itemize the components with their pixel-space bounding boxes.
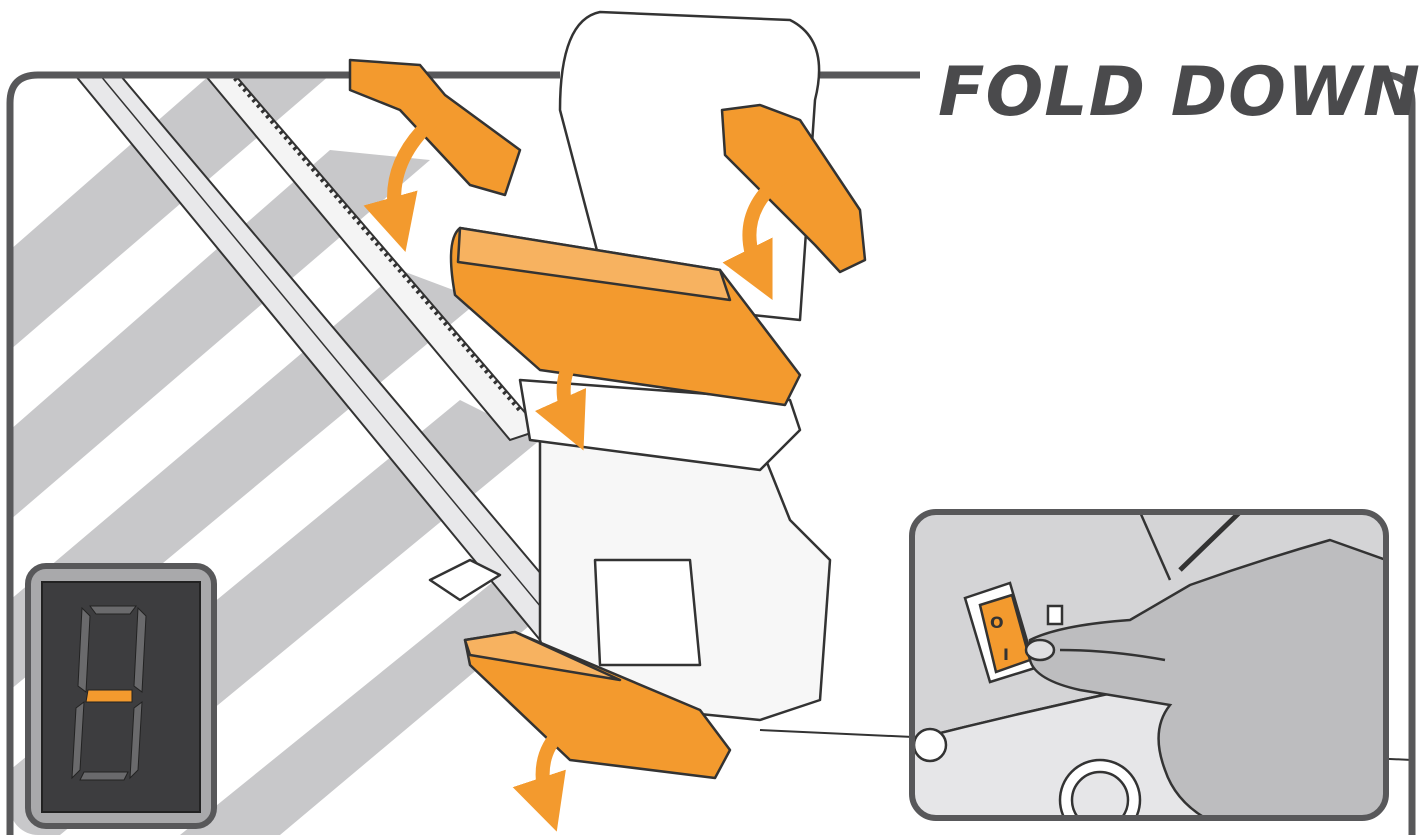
segment-a bbox=[89, 605, 137, 615]
segment-b bbox=[133, 606, 147, 693]
page-title: FOLD DOWN bbox=[938, 53, 1421, 132]
fold-arrows bbox=[363, 104, 790, 832]
segment-f bbox=[77, 606, 91, 693]
segment-e bbox=[71, 700, 85, 780]
segment-g bbox=[85, 689, 133, 703]
right-armrest bbox=[720, 103, 867, 274]
fold-right-armrest-arrow bbox=[722, 169, 790, 301]
switch-label-on: I bbox=[1003, 645, 1009, 664]
segment-c bbox=[129, 700, 143, 780]
fold-seat-arrow bbox=[534, 323, 609, 451]
stairlift-chair bbox=[348, 10, 867, 780]
seven-segment-display-inset bbox=[25, 563, 217, 829]
switch-label-off: O bbox=[990, 613, 1004, 632]
segment-d bbox=[79, 771, 129, 781]
seven-segment-display bbox=[71, 605, 147, 781]
fold-left-armrest-arrow bbox=[363, 104, 450, 252]
outer-frame bbox=[6, 71, 1416, 835]
fold-footrest-arrow bbox=[512, 703, 603, 832]
switch-inset: O I bbox=[909, 509, 1389, 821]
